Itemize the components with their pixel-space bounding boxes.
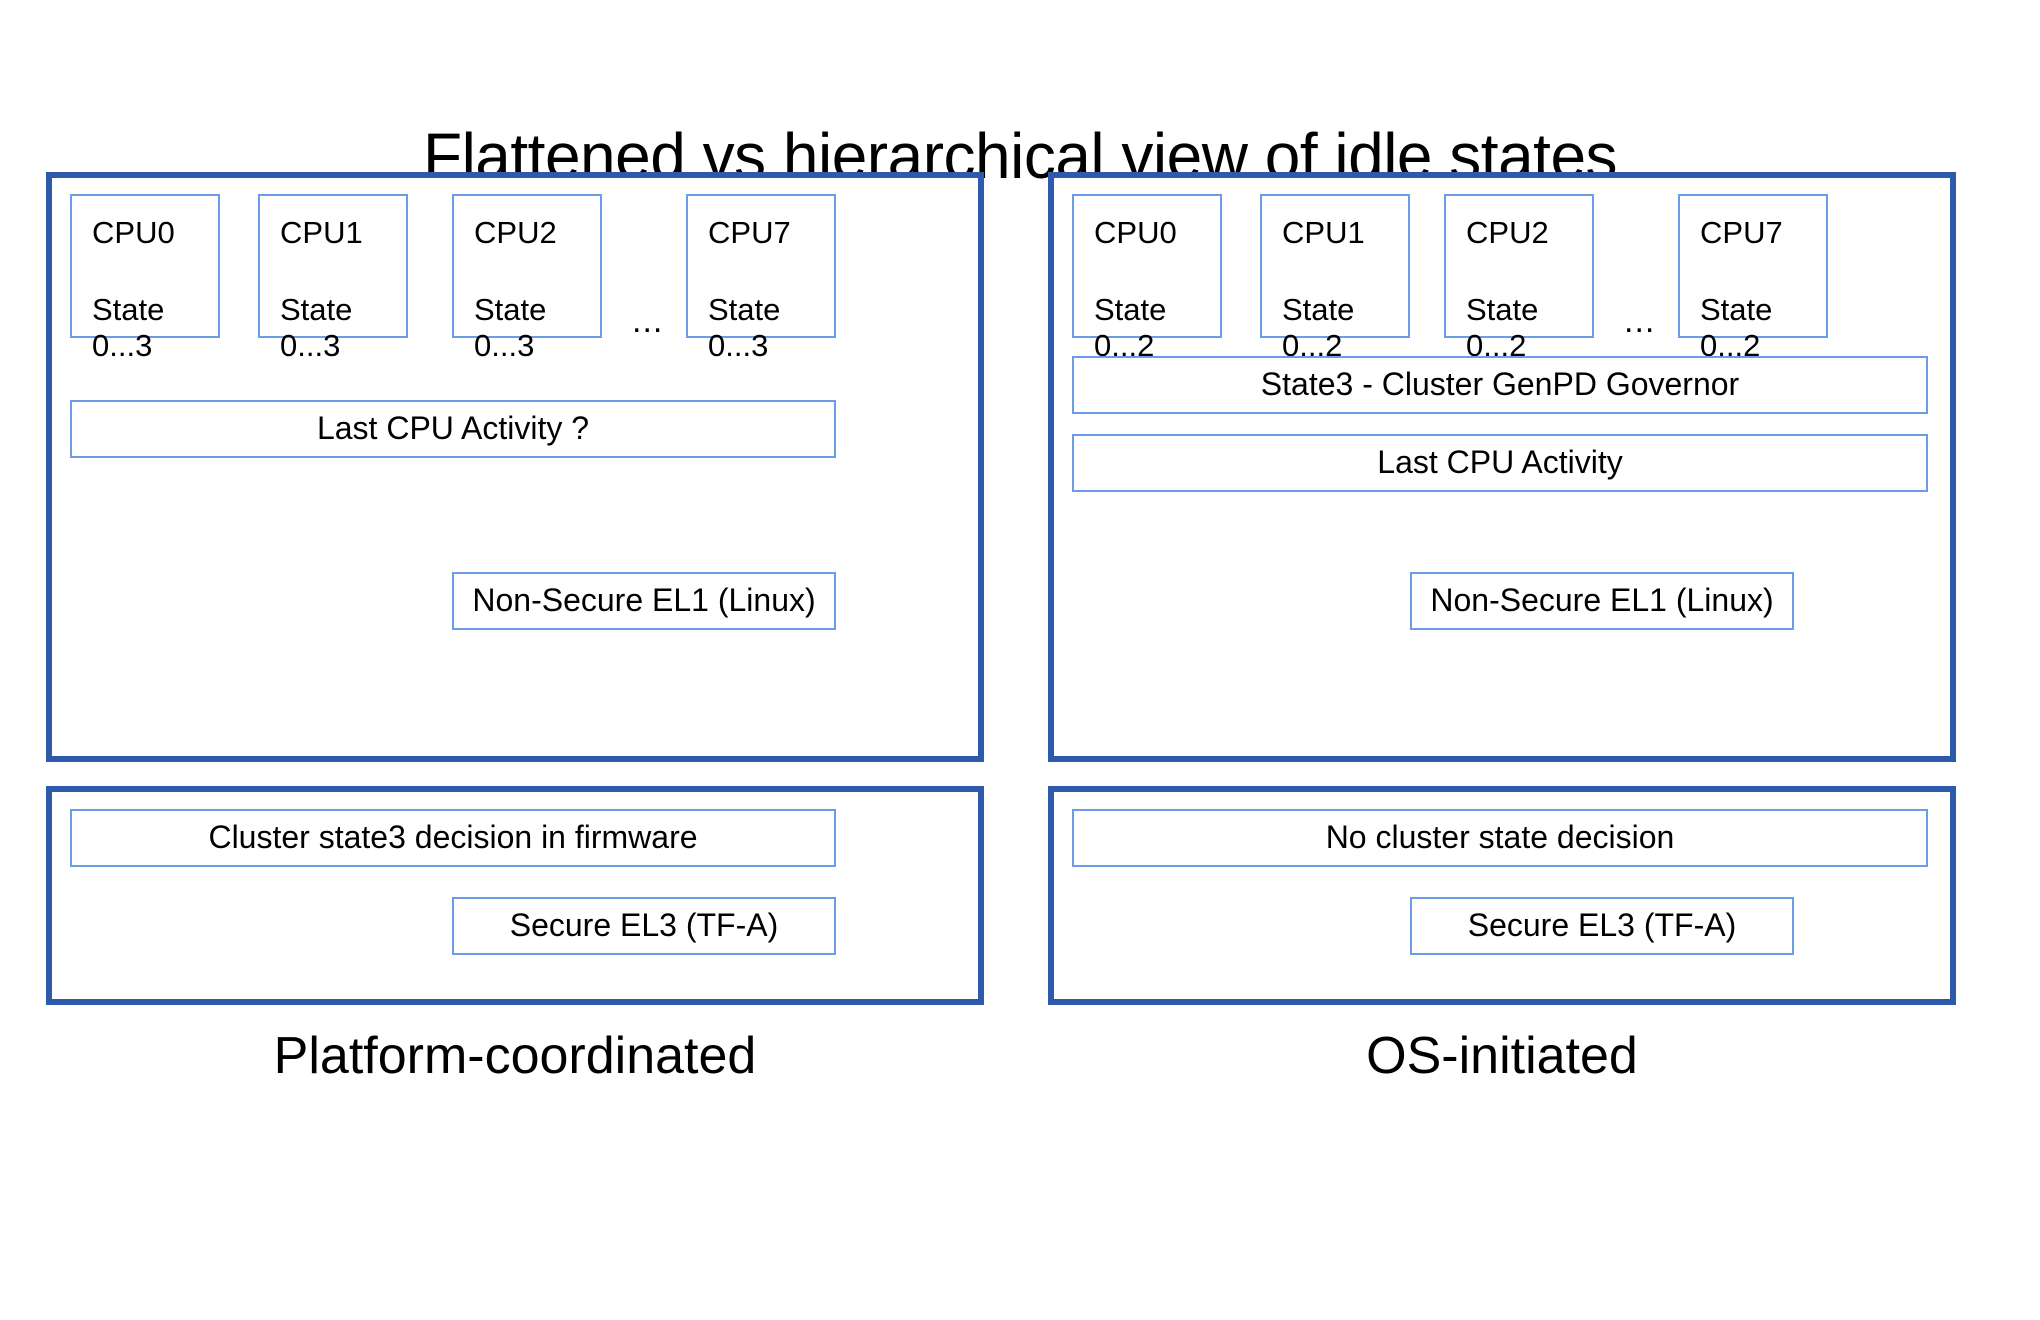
left-exception-level-badge: Non-Secure EL1 (Linux) xyxy=(452,572,836,630)
cpu-states: State 0...3 xyxy=(92,291,165,364)
cpu-states: State 0...2 xyxy=(1094,291,1167,364)
right-no-cluster-decision-bar: No cluster state decision xyxy=(1072,809,1928,867)
right-cpu-tile-2: CPU2 State 0...2 xyxy=(1444,194,1594,363)
right-cpu-tile-1: CPU1 State 0...2 xyxy=(1260,194,1410,363)
left-secure-el3-badge: Secure EL3 (TF-A) xyxy=(452,897,836,955)
right-secure-panel: No cluster state decision Secure EL3 (TF… xyxy=(1048,786,1956,1005)
cpu-label: CPU2 xyxy=(474,215,557,250)
cpu-label: CPU0 xyxy=(1094,215,1177,250)
left-secure-panel: Cluster state3 decision in firmware Secu… xyxy=(46,786,984,1005)
right-exception-level-badge: Non-Secure EL1 (Linux) xyxy=(1410,572,1794,630)
cpu-states: State 0...3 xyxy=(708,291,781,364)
left-nonsecure-panel: CPU0 State 0...3 CPU1 State 0...3 CPU2 S… xyxy=(46,172,984,762)
right-secure-el3-badge: Secure EL3 (TF-A) xyxy=(1410,897,1794,955)
left-last-cpu-activity-bar: Last CPU Activity ? xyxy=(70,400,836,458)
cpu-states: State 0...3 xyxy=(280,291,353,364)
left-cluster-decision-bar: Cluster state3 decision in firmware xyxy=(70,809,836,867)
cpu-label: CPU1 xyxy=(280,215,363,250)
right-panel-caption: OS-initiated xyxy=(1366,1027,1638,1085)
cpu-label: CPU2 xyxy=(1466,215,1549,250)
cpu-ellipsis: ... xyxy=(632,302,664,340)
cpu-states: State 0...2 xyxy=(1466,291,1539,364)
left-cpu-tile-1: CPU1 State 0...3 xyxy=(258,194,408,363)
cpu-ellipsis: ... xyxy=(1624,302,1656,340)
right-cpu-tile-0: CPU0 State 0...2 xyxy=(1072,194,1222,363)
right-last-cpu-activity-bar: Last CPU Activity xyxy=(1072,434,1928,492)
cpu-label: CPU7 xyxy=(708,215,791,250)
cpu-label: CPU0 xyxy=(92,215,175,250)
right-cluster-genpd-governor-bar: State3 - Cluster GenPD Governor xyxy=(1072,356,1928,414)
left-panel-caption: Platform-coordinated xyxy=(273,1027,757,1085)
cpu-label: CPU1 xyxy=(1282,215,1365,250)
cpu-states: State 0...2 xyxy=(1700,291,1773,364)
cpu-states: State 0...3 xyxy=(474,291,547,364)
right-cpu-tile-7: CPU7 State 0...2 xyxy=(1678,194,1828,363)
left-cpu-tile-0: CPU0 State 0...3 xyxy=(70,194,220,363)
left-cpu-tile-7: CPU7 State 0...3 xyxy=(686,194,836,363)
right-nonsecure-panel: CPU0 State 0...2 CPU1 State 0...2 CPU2 S… xyxy=(1048,172,1956,762)
cpu-states: State 0...2 xyxy=(1282,291,1355,364)
left-cpu-tile-2: CPU2 State 0...3 xyxy=(452,194,602,363)
cpu-label: CPU7 xyxy=(1700,215,1783,250)
